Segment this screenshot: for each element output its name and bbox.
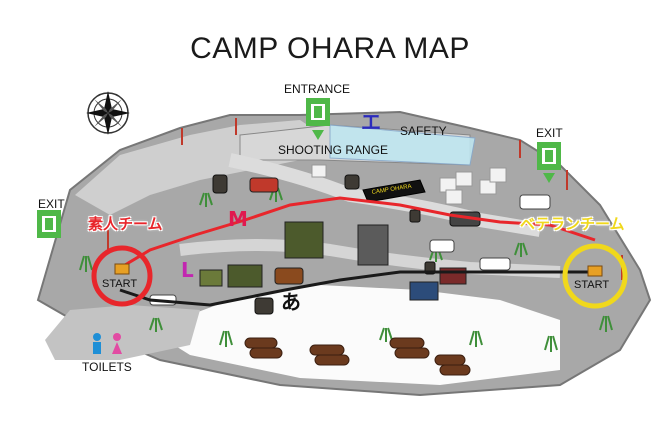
exit-label-right: EXIT <box>536 126 563 140</box>
white-van <box>519 194 551 210</box>
safety-label: SAFETY <box>400 124 447 138</box>
compass-icon <box>86 91 130 135</box>
exit-sign-right-icon <box>537 142 561 183</box>
zone-m-label: M <box>228 207 248 231</box>
white-car-mid <box>429 239 455 253</box>
shooting-range-label: SHOOTING RANGE <box>278 143 389 157</box>
toilets-icon <box>93 333 122 354</box>
start-label-left: START <box>102 278 138 290</box>
zone-a-label: あ <box>281 290 301 314</box>
team-right-label: ベテランチーム <box>520 215 625 233</box>
zone-l-label: L <box>181 258 194 282</box>
start-circle-right <box>562 243 628 309</box>
buildings <box>199 221 467 301</box>
toilets-label: TOILETS <box>82 360 132 374</box>
team-left-label: 素人チーム <box>88 215 163 233</box>
log-piles <box>244 337 471 376</box>
brown-truck <box>274 267 304 285</box>
walkway-left <box>45 305 200 360</box>
entrance-label: ENTRANCE <box>284 82 351 96</box>
safety-zone <box>329 124 476 166</box>
exit-sign-left-icon <box>37 210 61 238</box>
route-black <box>119 270 595 307</box>
red-car <box>249 177 279 193</box>
map-title: CAMP OHARA MAP <box>190 32 470 65</box>
start-label-right: START <box>574 279 610 291</box>
exit-label-left: EXIT <box>38 197 65 211</box>
grass-tufts <box>79 187 613 352</box>
zone-e-label: エ <box>361 110 381 134</box>
start-marker-left <box>114 263 130 275</box>
entrance-sign-icon <box>306 98 330 140</box>
vehicles <box>149 177 551 306</box>
start-marker-right <box>587 265 603 277</box>
white-blocks <box>311 164 507 205</box>
route-red <box>119 196 596 270</box>
camp-ohara-truck: CAMP OHARA <box>362 179 426 203</box>
white-car <box>479 257 511 271</box>
start-circle-left <box>91 245 153 307</box>
